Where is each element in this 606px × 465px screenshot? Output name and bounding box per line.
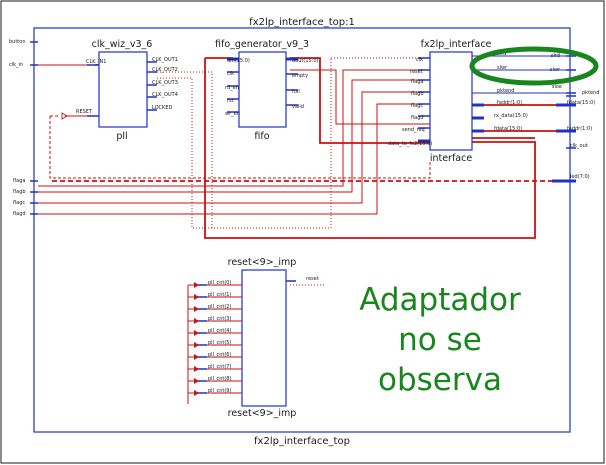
svg-text:pll_cnt(8): pll_cnt(8) <box>208 376 231 382</box>
fifo-out-0: dout(15:0) <box>292 58 319 64</box>
reset-input-2: pll_cnt(2) <box>188 304 242 312</box>
svg-text:pll_cnt(0): pll_cnt(0) <box>208 280 231 286</box>
fifo-title: fifo_generator_v9_3 <box>215 39 309 50</box>
port-sloe: sloe <box>552 84 562 90</box>
reset-input-1: pll_cnt(1) <box>188 292 242 300</box>
top-frame[interactable] <box>33 27 571 433</box>
top-left-ports: button clk_in flaga flagb flagc flagd <box>9 39 38 217</box>
reset-title: reset<9>_imp <box>228 257 297 268</box>
top-title: fx2lp_interface_top:1 <box>249 17 355 28</box>
clk-wiz-block[interactable]: clk_wiz_v3_6 pll CLK_IN1 RESET CLK_OUT1 … <box>38 39 178 142</box>
fifo-in-0: din(15:0) <box>227 58 250 64</box>
fx2-out-1: slwr <box>497 65 508 71</box>
reset-input-7: pll_cnt(7) <box>188 364 242 372</box>
fx2-in-3: flagb <box>411 91 424 97</box>
port-fdata: fdata(15:0) <box>567 100 595 106</box>
reset-input-3: pll_cnt(3) <box>188 316 242 324</box>
fifo-in-3: rst <box>227 98 234 104</box>
svg-text:pll_cnt(3): pll_cnt(3) <box>208 316 231 322</box>
reset-footer: reset<9>_imp <box>228 408 297 419</box>
svg-text:pll_cnt(1): pll_cnt(1) <box>208 292 231 298</box>
fx2-inst: interface <box>430 153 473 164</box>
fx2-in-1: reset <box>410 69 423 75</box>
clk-wiz-in-1: RESET <box>76 109 93 115</box>
dotted-wires <box>157 57 430 286</box>
svg-text:pll_cnt(4): pll_cnt(4) <box>208 328 231 334</box>
fifo-in-2: rd_en <box>225 85 239 91</box>
fx2-in-6: send_req <box>402 127 425 133</box>
red-wires <box>38 57 556 404</box>
fx2-out-3: faddr(1:0) <box>497 100 522 106</box>
port-clk-out: clk_out <box>570 143 588 149</box>
port-flagc: flagc <box>13 200 25 206</box>
port-flaga: flaga <box>13 178 25 184</box>
port-flagd: flagd <box>13 211 26 217</box>
clk-wiz-in-0: CLK_IN1 <box>86 59 106 65</box>
fx2-out-2: pktend <box>497 88 514 94</box>
fifo-in-1: clk <box>227 71 234 77</box>
clk-wiz-out-4: LOCKED <box>152 105 172 111</box>
reset-input-5: pll_cnt(5) <box>188 340 242 348</box>
fx2-in-7: data_to_fx2(15:0) <box>388 141 432 147</box>
port-faddr: faddr(1:0) <box>567 126 592 132</box>
clk-wiz-out-1: CLK_OUT2 <box>152 67 178 73</box>
clk-wiz-out-3: CLK_OUT4 <box>152 92 178 98</box>
note-line-2: no se <box>398 322 482 358</box>
fx2-in-0: clk <box>416 57 423 63</box>
fx2-out-4: rx_data(15:0) <box>494 113 528 119</box>
reset-inputs: pll_cnt(0) pll_cnt(1) pll_cnt(2) pll_cnt… <box>188 280 242 396</box>
reset-input-4: pll_cnt(4) <box>188 328 242 336</box>
svg-text:pll_cnt(6): pll_cnt(6) <box>208 352 231 358</box>
reset-input-9: pll_cnt(9) <box>188 388 242 396</box>
note-line-3: observa <box>378 362 502 398</box>
reset-input-0: pll_cnt(0) <box>188 280 242 288</box>
fx2-out-5: fdata(15:0) <box>494 126 522 132</box>
clk-wiz-out-2: CLK_OUT3 <box>152 80 178 86</box>
fifo-out-3: valid <box>292 104 304 110</box>
top-footer: fx2lp_interface_top <box>254 436 350 447</box>
svg-text:pll_cnt(7): pll_cnt(7) <box>208 364 231 370</box>
fifo-in-4: wr_en <box>225 111 240 117</box>
reset-input-8: pll_cnt(8) <box>188 376 242 384</box>
fifo-out-1: empty <box>292 73 308 79</box>
port-button: button <box>9 39 26 45</box>
fx2-in-5: flagd <box>411 115 424 121</box>
port-pktend: pktend <box>582 90 599 96</box>
port-clk-in: clk_in <box>9 62 23 68</box>
fifo-block[interactable]: fifo_generator_v9_3 fifo din(15:0) clk r… <box>215 39 319 142</box>
reset-out: reset <box>306 276 319 282</box>
fifo-out-2: full <box>292 89 300 95</box>
highlight-ellipse <box>469 46 599 86</box>
reset-input-6: pll_cnt(6) <box>188 352 242 360</box>
note-line-1: Adaptador <box>359 282 521 318</box>
fifo-inst: fifo <box>254 131 269 142</box>
clk-wiz-inst: pll <box>116 131 127 142</box>
port-flagb: flagb <box>13 189 26 195</box>
svg-text:pll_cnt(2): pll_cnt(2) <box>208 304 231 310</box>
svg-text:pll_cnt(5): pll_cnt(5) <box>208 340 231 346</box>
fx2-title: fx2lp_interface <box>421 39 492 50</box>
annotation-note: Adaptador no se observa <box>359 282 521 398</box>
svg-text:pll_cnt(9): pll_cnt(9) <box>208 388 231 394</box>
fx2-in-4: flagc <box>411 103 423 109</box>
fx2-block[interactable]: fx2lp_interface interface clk reset flag… <box>388 39 566 164</box>
clk-wiz-title: clk_wiz_v3_6 <box>92 39 153 50</box>
fx2-in-2: flaga <box>411 79 423 85</box>
port-led: led(7:0) <box>570 174 590 180</box>
clk-wiz-out-0: CLK_OUT1 <box>152 57 178 63</box>
reset-block[interactable]: reset<9>_imp reset<9>_imp reset pll_cnt(… <box>188 257 319 419</box>
